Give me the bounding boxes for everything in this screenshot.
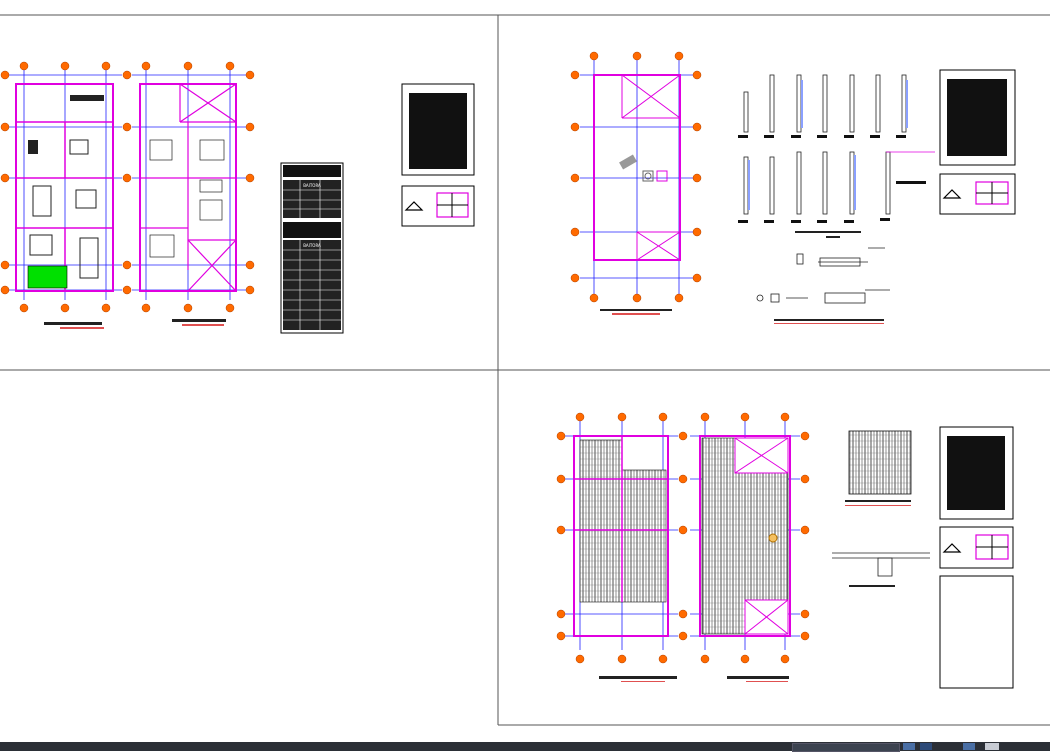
garden-area [27,265,68,289]
schedule-header-windows: BAITORA [303,243,321,248]
plan-second-floor[interactable] [132,70,246,326]
title-block-2 [939,173,1016,215]
model-space-icon[interactable] [903,743,915,750]
grid-toggle-icon[interactable] [920,743,932,750]
structural-plan-first-floor[interactable] [565,420,678,682]
details-subtitle-underline [826,236,840,238]
beam-details-underline [774,319,884,321]
title-block-3 [939,526,1014,569]
plan-first-floor[interactable] [8,70,122,329]
details-title-underline [795,231,861,233]
axis-bubbles-structural [556,412,810,664]
joist-detail [845,430,912,506]
slab-section-detail [832,552,930,587]
door-window-schedule-table: BAITORA BAITORA [280,162,344,334]
furniture-symbols [28,95,104,279]
column-section-details [738,74,935,223]
notes-block-2 [939,69,1016,166]
empty-notes-box [939,575,1014,689]
ortho-toggle-icon[interactable] [985,743,999,750]
title-block-1 [401,185,475,227]
snap-toggle-icon[interactable] [963,743,975,750]
roof-plan[interactable] [580,60,695,315]
layout-borders [0,14,1050,726]
axis-bubbles-plans [0,61,255,313]
beam-section-details [756,247,890,304]
schedule-header-doors: BAITORA [303,183,321,188]
beam-details-red-underline [774,323,884,324]
status-bar [0,742,1050,752]
notes-block-3 [939,426,1014,520]
notes-block-1 [401,83,475,176]
structural-plan-second-floor[interactable] [690,420,800,682]
axis-bubbles-roof [570,51,702,303]
